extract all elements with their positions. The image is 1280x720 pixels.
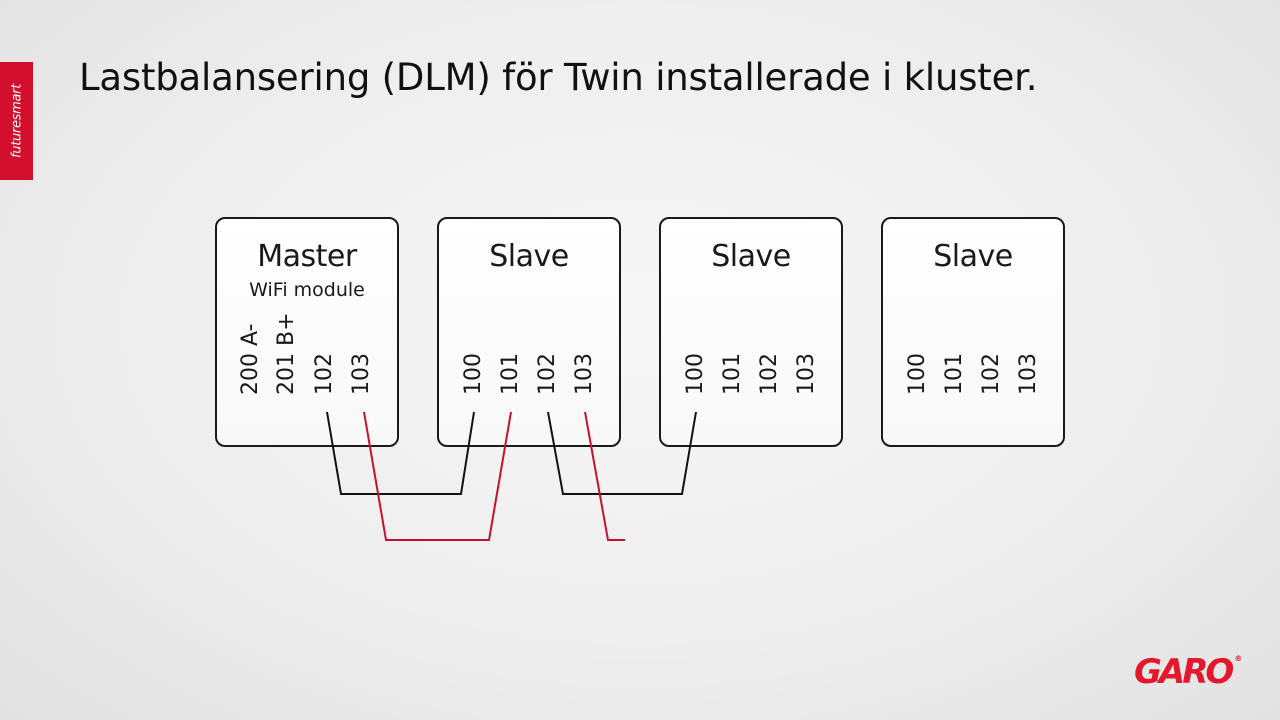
slave-unit-1: Slave 100 101 102 103 xyxy=(437,217,621,447)
wire-red-master103-slave1-101 xyxy=(363,411,512,541)
slave-unit-3: Slave 100 101 102 103 xyxy=(881,217,1065,447)
unit-title: Slave xyxy=(933,239,1013,274)
wire-red-slave1-103-open xyxy=(584,411,625,541)
unit-title: Slave xyxy=(489,239,569,274)
futuresmart-brand-tab: futuresmart xyxy=(0,62,33,180)
unit-title: Slave xyxy=(711,239,791,274)
unit-title: Master xyxy=(257,239,357,274)
wire-black-master102-slave1-100 xyxy=(326,411,475,495)
master-unit: Master WiFi module 200 A- 201 B+ 102 103 xyxy=(215,217,399,447)
wire-black-slave1-102-slave2-100 xyxy=(547,411,697,495)
page-title: Lastbalansering (DLM) för Twin installer… xyxy=(79,56,1038,99)
slave-unit-2: Slave 100 101 102 103 xyxy=(659,217,843,447)
garo-logo: GARO® xyxy=(1134,652,1243,692)
unit-subtitle: WiFi module xyxy=(249,279,365,301)
